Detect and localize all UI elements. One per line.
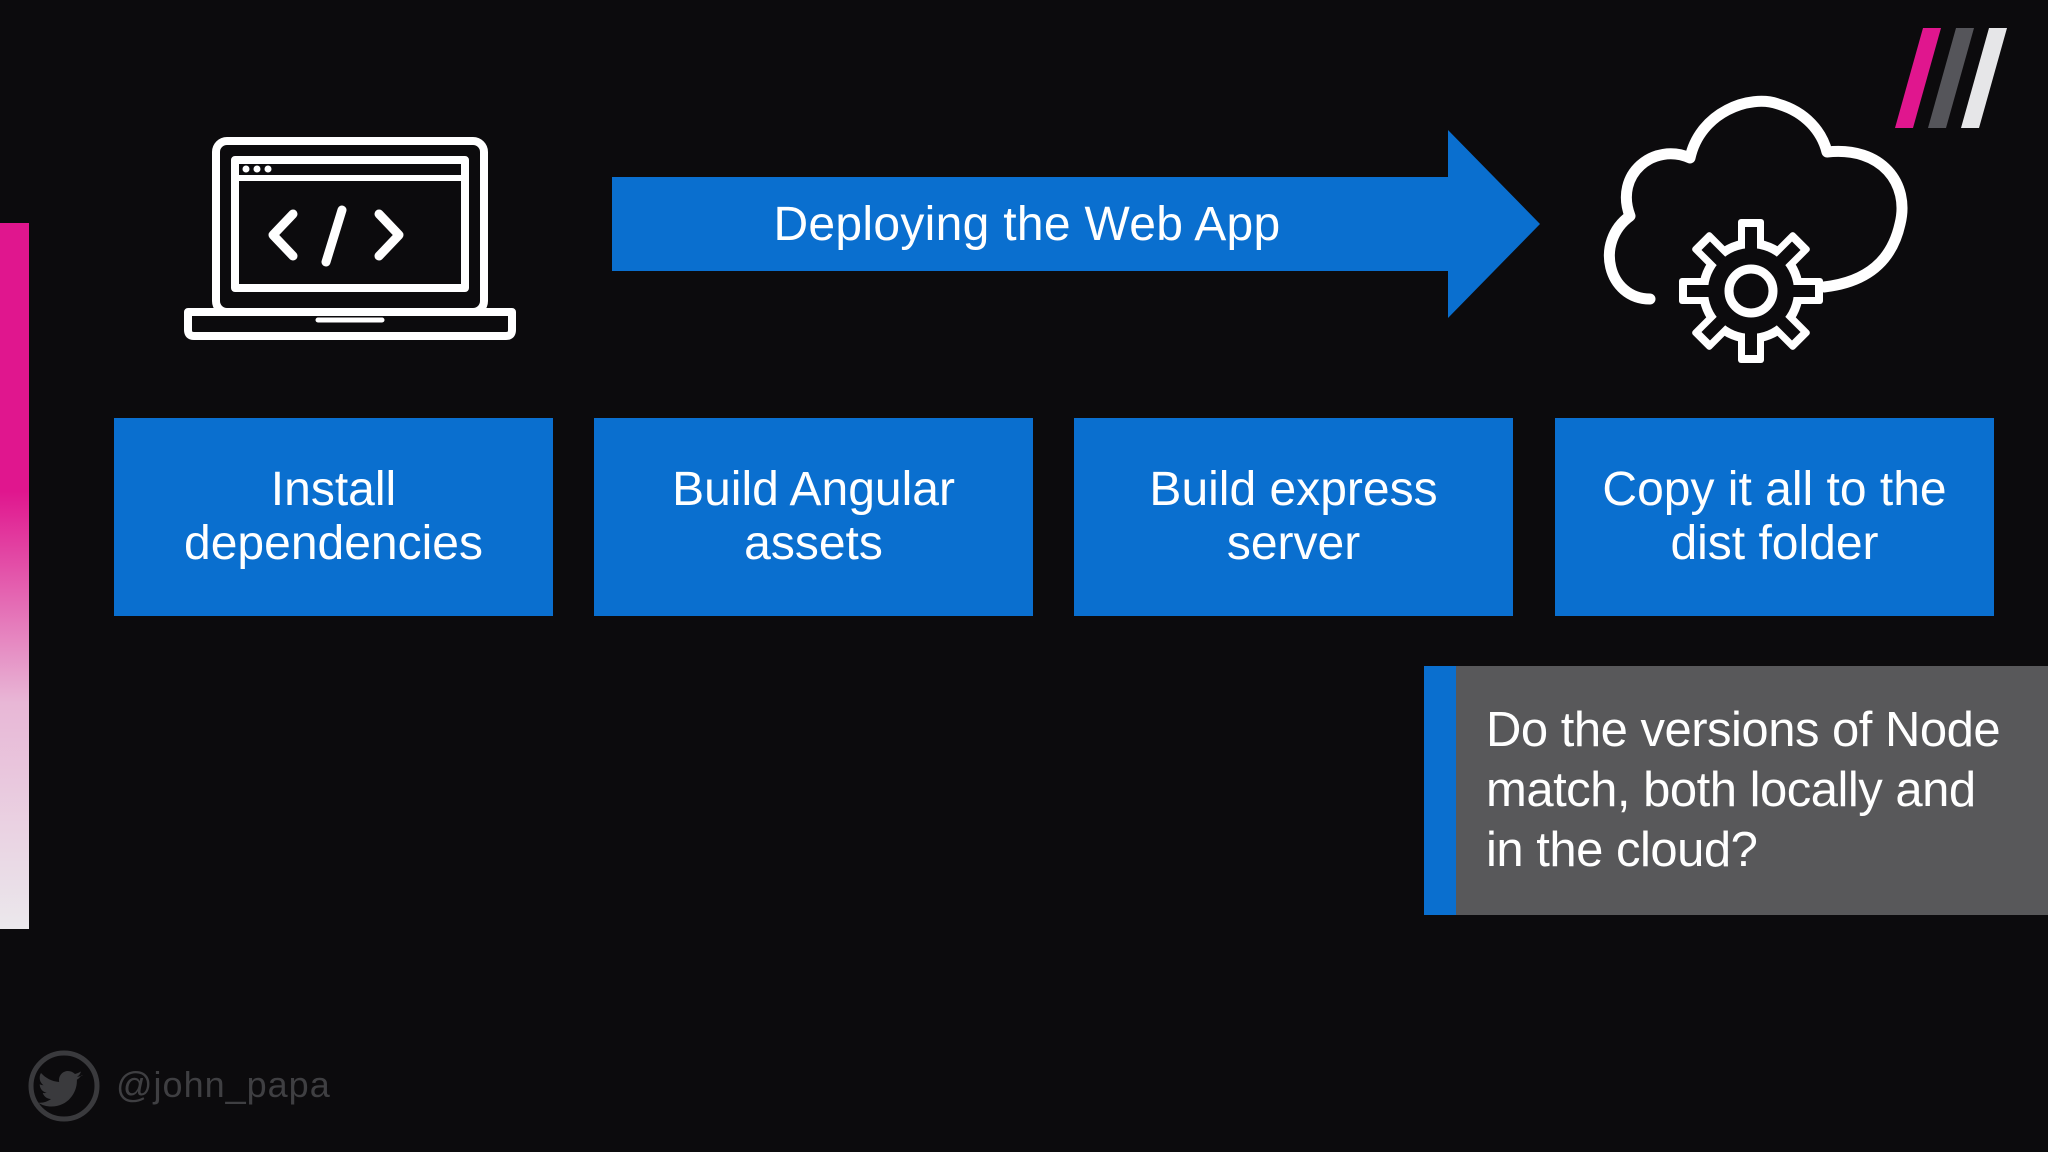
step-label-line1: Build express <box>1149 463 1438 516</box>
callout-accent-bar <box>1424 666 1456 915</box>
callout-line3: in the cloud? <box>1486 823 1758 877</box>
brand-slashes-logo <box>1895 28 2007 128</box>
step-label-line1: Build Angular <box>672 463 955 516</box>
cloud-gear-icon <box>1603 95 1908 363</box>
step-label-line1: Copy it all to the <box>1602 463 1947 516</box>
twitter-icon <box>28 1050 100 1122</box>
step-label-line2: assets <box>744 517 883 570</box>
pink-accent-bar <box>0 223 29 929</box>
deploy-arrow: Deploying the Web App <box>612 130 1542 320</box>
twitter-handle: @john_papa <box>116 1064 331 1105</box>
laptop-code-icon <box>184 137 516 340</box>
step-build-express-server: Build express server <box>1074 418 1513 616</box>
callout-text: Do the versions of Node match, both loca… <box>1486 700 2018 880</box>
step-install-dependencies: Install dependencies <box>114 418 553 616</box>
step-build-angular-assets: Build Angular assets <box>594 418 1033 616</box>
step-copy-to-dist: Copy it all to the dist folder <box>1555 418 1994 616</box>
step-label-line1: Install <box>270 463 397 516</box>
callout-line2: match, both locally and <box>1486 763 1976 817</box>
node-version-callout: Do the versions of Node match, both loca… <box>1424 666 2048 915</box>
callout-line1: Do the versions of Node <box>1486 703 2001 757</box>
step-label-line2: dependencies <box>184 517 483 570</box>
step-label-line2: dist folder <box>1670 517 1879 570</box>
step-label-line2: server <box>1226 517 1361 570</box>
arrow-label: Deploying the Web App <box>773 197 1281 251</box>
